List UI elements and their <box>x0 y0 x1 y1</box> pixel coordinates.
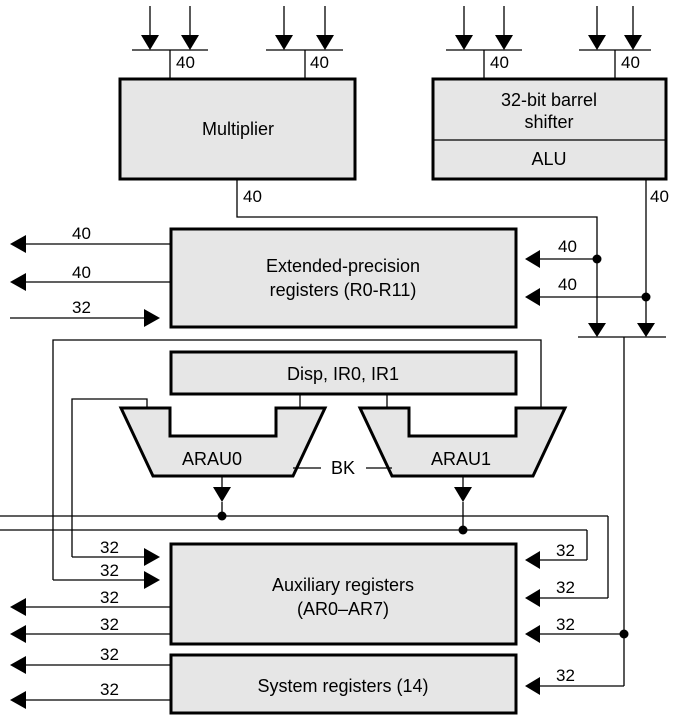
disp-ir-block <box>169 350 518 396</box>
alu-out-width: 40 <box>650 187 669 206</box>
aux-left-out-width-2: 32 <box>100 615 119 634</box>
multiplier-output-bus <box>236 179 606 337</box>
shifter-alu-block <box>431 77 668 181</box>
aux-left-in-width-1: 32 <box>100 538 119 557</box>
mult-in-width-b: 40 <box>310 53 329 72</box>
arau1-label: ARAU1 <box>431 449 491 469</box>
mult-out-width: 40 <box>243 187 262 206</box>
disp-ir-label: Disp, IR0, IR1 <box>287 364 399 384</box>
ext-out-width-1: 40 <box>72 224 91 243</box>
mult-in-width-a: 40 <box>176 53 195 72</box>
aux-left-buses <box>10 548 171 643</box>
system-left-buses <box>10 656 171 709</box>
alu-in-width-b: 40 <box>621 53 640 72</box>
bk-label: BK <box>331 458 355 478</box>
sys-left-out-width-1: 32 <box>100 645 119 664</box>
aux-right-in-width-1: 32 <box>556 541 575 560</box>
right-data-bus <box>525 337 629 695</box>
extended-registers-block <box>169 227 518 329</box>
extended-label-line2: registers (R0-R11) <box>270 280 417 300</box>
alu-in-width-a: 40 <box>490 53 509 72</box>
multiplier-input-arrows <box>132 6 343 78</box>
aux-right-in-width-2: 32 <box>556 578 575 597</box>
arau0-block <box>118 406 328 478</box>
index-register-lines <box>52 339 542 580</box>
alu-label: ALU <box>531 149 566 169</box>
sys-right-in-width: 32 <box>556 666 575 685</box>
ext-in-right-width-2: 40 <box>558 275 577 294</box>
ext-out-width-2: 40 <box>72 263 91 282</box>
extended-label-line1: Extended-precision <box>266 256 420 276</box>
system-label: System registers (14) <box>257 676 428 696</box>
alu-output-bus <box>525 179 666 338</box>
arau-output-buses <box>0 476 609 598</box>
extended-left-buses <box>10 235 171 327</box>
ext-in-left-width: 32 <box>72 298 91 317</box>
alu-input-arrows <box>446 6 651 78</box>
arau0-label: ARAU0 <box>182 449 242 469</box>
aux-left-in-width-2: 32 <box>100 561 119 580</box>
shifter-label-line1: 32-bit barrel <box>501 90 597 110</box>
shifter-label-line2: shifter <box>524 112 573 132</box>
system-registers-block <box>169 653 518 715</box>
sys-left-out-width-2: 32 <box>100 680 119 699</box>
aux-right-buses <box>525 551 624 643</box>
multiplier-label: Multiplier <box>202 119 274 139</box>
aux-label-line2: (AR0–AR7) <box>297 599 389 619</box>
arau1-block <box>357 406 568 478</box>
aux-label-line1: Auxiliary registers <box>272 575 414 595</box>
aux-right-in-width-3: 32 <box>556 615 575 634</box>
multiplier-block <box>118 77 357 181</box>
auxiliary-registers-block <box>169 542 518 646</box>
aux-left-out-width-1: 32 <box>100 588 119 607</box>
ext-in-right-width-1: 40 <box>558 237 577 256</box>
